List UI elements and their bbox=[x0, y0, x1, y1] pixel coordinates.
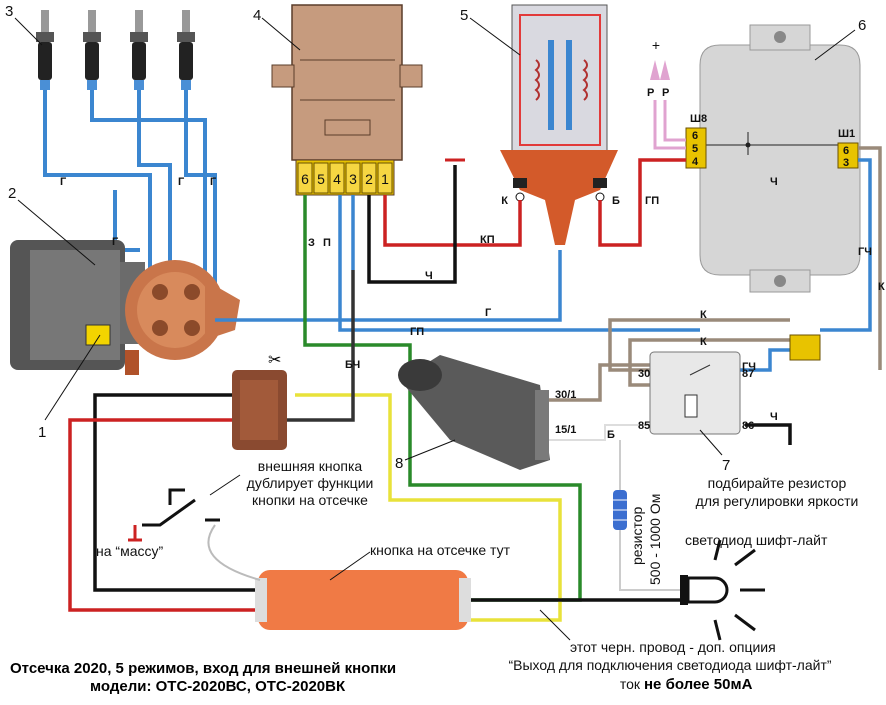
resistor-note-1: резистор bbox=[629, 506, 645, 565]
electronic-control-unit bbox=[699, 24, 861, 293]
label-6: 6 bbox=[858, 17, 866, 34]
caption-line-1: Отсечка 2020, 5 режимов, вход для внешне… bbox=[10, 660, 396, 677]
resistor bbox=[613, 490, 627, 530]
wire_labels-r2: Р bbox=[662, 87, 669, 99]
caption-line-2: модели: ОТС-2020ВС, ОТС-2020ВК bbox=[90, 678, 346, 695]
spark-plugs bbox=[36, 10, 195, 90]
coil-terminal-b: Б bbox=[612, 195, 620, 207]
wire_labels-gp1: ГП bbox=[645, 195, 659, 207]
wire_labels-k2: К bbox=[700, 336, 707, 348]
wire_labels-ch2: Ч bbox=[770, 411, 778, 423]
relay-p87: 87 bbox=[742, 368, 754, 380]
relay: 30 87 85 86 bbox=[638, 351, 754, 435]
switch-30-1: 30/1 bbox=[555, 389, 576, 401]
wire_labels-g3: Г bbox=[178, 176, 185, 188]
output-note-1: “Выход для подключения светодиода шифт-л… bbox=[508, 657, 831, 673]
wire_labels-r1: Р bbox=[647, 87, 654, 99]
label-4: 4 bbox=[253, 7, 261, 24]
brightness-note-1: подбирайте резистор bbox=[708, 475, 847, 491]
wire_labels-ch1: Ч bbox=[425, 270, 433, 282]
label-2: 2 bbox=[8, 185, 16, 202]
coil-terminal-k: К bbox=[501, 195, 508, 207]
wire_labels-k1: К bbox=[700, 309, 707, 321]
connector-sh8: Ш8 6 5 4 bbox=[685, 113, 707, 169]
scissors-icon: ✂ bbox=[268, 352, 281, 369]
output-note-2a: ток bbox=[620, 676, 641, 692]
relay-p85: 85 bbox=[638, 420, 650, 432]
wire_labels-g1: Г bbox=[60, 176, 67, 188]
ext-button-note-2: дублирует функции bbox=[247, 475, 374, 491]
connectors-sh1: Ш1 bbox=[838, 128, 855, 140]
pin-5: 5 bbox=[317, 171, 325, 187]
connectors-sh8_pins-2: 4 bbox=[692, 156, 699, 168]
wire_labels-ch3: Ч bbox=[770, 176, 778, 188]
ignition-coil bbox=[500, 4, 618, 245]
wire-labels: Г Г Г Г Г З П БЧ Ч КП ГП ГП К К К Б Ч ГЧ… bbox=[60, 176, 885, 441]
wire_labels-p: П bbox=[323, 237, 331, 249]
cutoff-connector: ✂ bbox=[232, 352, 287, 450]
label-8: 8 bbox=[395, 455, 403, 472]
connector-pin-row: 6 5 4 3 2 1 bbox=[297, 162, 393, 194]
black-wire-note: этот черн. провод - доп. опциия bbox=[570, 639, 776, 655]
external-button bbox=[128, 488, 261, 581]
connectors-sh8: Ш8 bbox=[690, 113, 707, 125]
pin-4: 4 bbox=[333, 171, 341, 187]
component-numbers bbox=[14, 17, 856, 461]
plus-arrows: + Р Р bbox=[647, 37, 686, 150]
wire_labels-b1: Б bbox=[607, 429, 615, 441]
relay-p86: 86 bbox=[742, 420, 754, 432]
wire_labels-kp: КП bbox=[480, 234, 495, 246]
wire_labels-k3: К bbox=[878, 281, 885, 293]
cutoff-device bbox=[255, 570, 471, 630]
button-here-note: кнопка на отсечке тут bbox=[370, 542, 511, 558]
shift-light-led bbox=[680, 539, 765, 641]
led-note: светодиод шифт-лайт bbox=[685, 532, 828, 548]
wire_labels-bch: БЧ bbox=[345, 359, 360, 371]
annotations: внешняя кнопка дублирует функции кнопки … bbox=[96, 458, 858, 693]
label-3: 3 bbox=[5, 3, 13, 20]
pin-3: 3 bbox=[349, 171, 357, 187]
connector-sh1: Ш1 6 3 bbox=[837, 128, 859, 169]
connectors-sh1_pins-1: 3 bbox=[843, 157, 849, 169]
pin-1: 1 bbox=[381, 171, 389, 187]
distributor bbox=[10, 240, 240, 375]
resistor-note-2: 500 - 1000 Ом bbox=[647, 494, 663, 585]
output-note-2b: не более 50мА bbox=[644, 676, 753, 693]
relay-p30: 30 bbox=[638, 368, 650, 380]
ext-button-note-1: внешняя кнопка bbox=[258, 458, 363, 474]
label-1: 1 bbox=[38, 424, 46, 441]
wire_labels-gch2: ГЧ bbox=[742, 361, 756, 373]
wire_labels-g4: Г bbox=[210, 176, 217, 188]
connectors-sh1_pins-0: 6 bbox=[843, 145, 849, 157]
wire_labels-gp2: ГП bbox=[410, 326, 424, 338]
ground-note: на “массу” bbox=[96, 543, 163, 559]
wire_labels-z: З bbox=[308, 237, 315, 249]
ext-button-note-3: кнопки на отсечке bbox=[252, 492, 368, 508]
wire_labels-gch1: ГЧ bbox=[858, 246, 872, 258]
wire_labels-g2: Г bbox=[112, 236, 119, 248]
switch-15-1: 15/1 bbox=[555, 424, 576, 436]
connectors-sh8_pins-1: 5 bbox=[692, 143, 698, 155]
relay-connector bbox=[789, 334, 821, 361]
pin-2: 2 bbox=[365, 171, 373, 187]
pin-6: 6 bbox=[301, 171, 309, 187]
wires bbox=[68, 146, 882, 622]
connectors-sh8_pins-0: 6 bbox=[692, 130, 698, 142]
label-5: 5 bbox=[460, 7, 468, 24]
label-7: 7 bbox=[722, 457, 730, 474]
wire_labels-plus: + bbox=[652, 37, 660, 53]
wire_labels-g5: Г bbox=[485, 307, 492, 319]
ignition-switch bbox=[398, 355, 550, 470]
brightness-note-2: для регулировки яркости bbox=[696, 493, 859, 509]
